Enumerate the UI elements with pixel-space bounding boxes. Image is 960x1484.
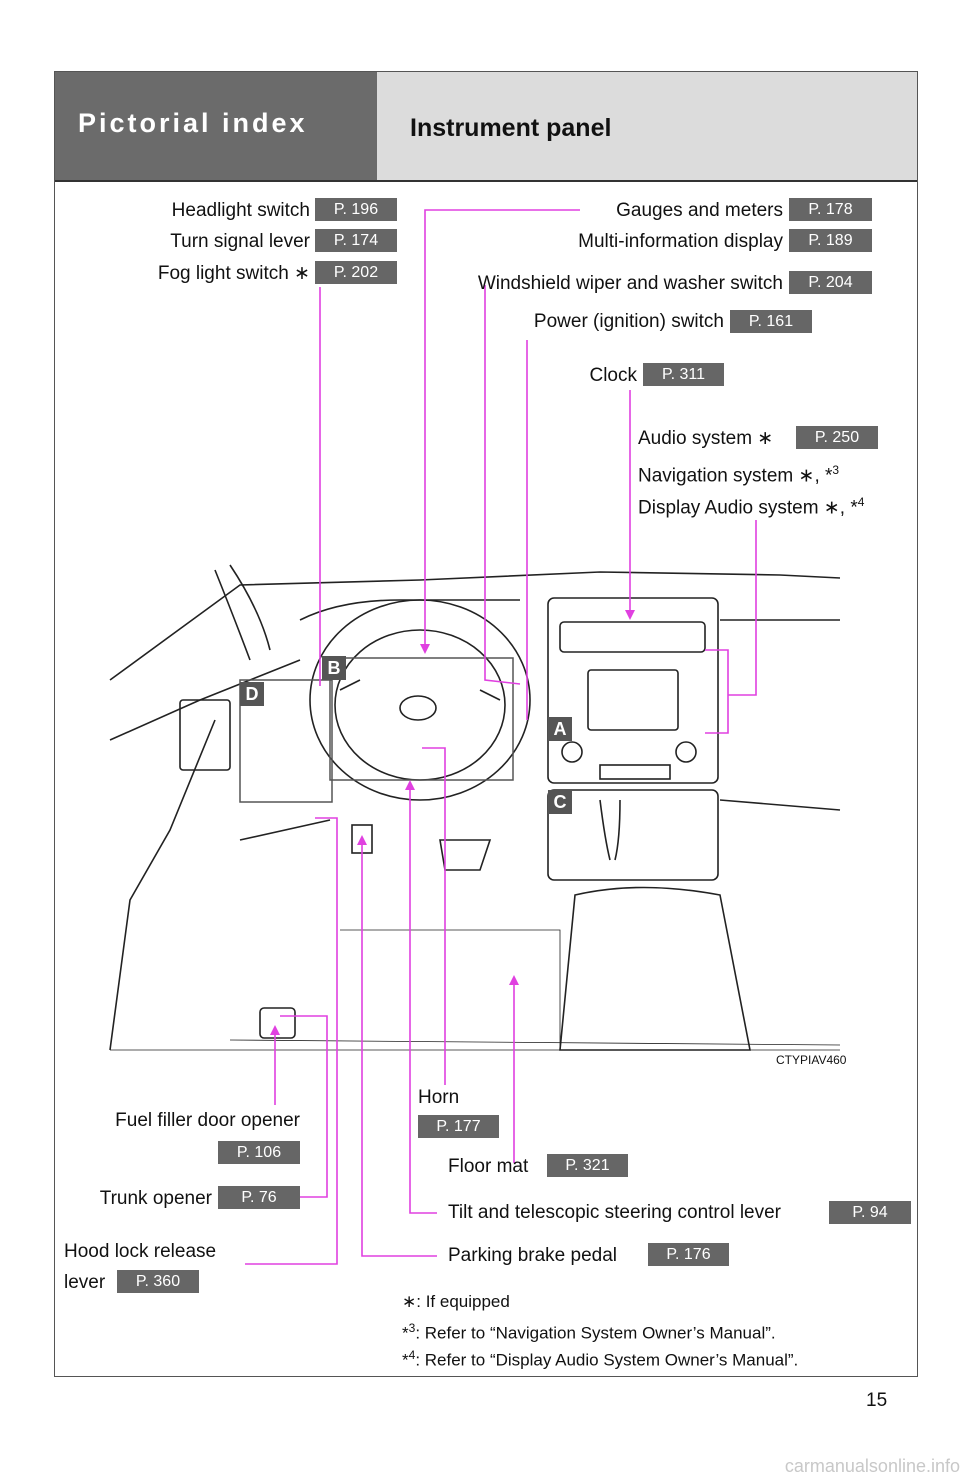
if-equipped-icon: ∗ (402, 1292, 417, 1311)
fuel-filler-opener-page[interactable]: P. 106 (218, 1141, 300, 1164)
callout-badge-d: D (240, 682, 264, 706)
power-switch-page[interactable]: P. 161 (730, 310, 812, 333)
fog-light-switch-label: Fog light switch ∗ (157, 263, 310, 284)
hood-lock-release-label-cont: lever (64, 1272, 106, 1293)
callout-badge-a: A (548, 717, 572, 741)
floor-mat-label: Floor mat (448, 1156, 529, 1177)
trunk-opener-page[interactable]: P. 76 (218, 1186, 300, 1209)
fog-light-switch-page[interactable]: P. 202 (315, 261, 397, 284)
navigation-system-label: Navigation system ∗, *3 (638, 463, 840, 487)
trunk-opener-label: Trunk opener (99, 1188, 212, 1209)
multi-info-display-label: Multi-information display (578, 231, 783, 252)
watermark: carmanualsonline.info (784, 1456, 960, 1476)
hood-lock-release-page[interactable]: P. 360 (117, 1270, 199, 1293)
gauges-meters-page[interactable]: P. 178 (789, 198, 872, 221)
floor-mat-page[interactable]: P. 321 (547, 1154, 628, 1177)
multi-info-display-page[interactable]: P. 189 (789, 229, 872, 252)
if-equipped-icon: ∗ (798, 465, 815, 487)
parking-brake-pedal-page[interactable]: P. 176 (648, 1243, 729, 1266)
clock-page[interactable]: P. 311 (643, 363, 724, 386)
callout-badge-c: C (548, 790, 572, 814)
headlight-switch-page[interactable]: P. 196 (315, 198, 397, 221)
footnote-if-equipped: ∗: If equipped (402, 1292, 510, 1311)
if-equipped-icon: ∗ (757, 428, 774, 449)
tilt-telescopic-lever-label: Tilt and telescopic steering control lev… (448, 1202, 782, 1223)
audio-system-label: Audio system ∗ (638, 428, 774, 449)
page-title: Instrument panel (410, 114, 612, 142)
fuel-filler-opener-label: Fuel filler door opener (115, 1110, 300, 1131)
dashboard-drawing (109, 564, 841, 1051)
if-equipped-icon: ∗ (823, 497, 840, 519)
leader-arrowheads (270, 610, 635, 1035)
callout-boxes (239, 657, 514, 803)
headlight-switch-label: Headlight switch (171, 200, 310, 221)
page-frame (54, 71, 918, 1377)
callout-badge-b: B (322, 656, 346, 680)
turn-signal-lever-label: Turn signal lever (170, 231, 310, 252)
power-switch-label: Power (ignition) switch (533, 311, 724, 332)
wiper-switch-label: Windshield wiper and washer switch (477, 273, 783, 294)
header-divider (55, 180, 917, 182)
horn-label: Horn (418, 1087, 460, 1108)
gauges-meters-label: Gauges and meters (616, 200, 783, 221)
clock-label: Clock (589, 365, 637, 386)
footnote-display-audio: *4: Refer to “Display Audio System Owner… (402, 1348, 799, 1370)
display-audio-system-label: Display Audio system ∗, *4 (638, 495, 865, 519)
wiper-switch-page[interactable]: P. 204 (789, 271, 872, 294)
horn-page[interactable]: P. 177 (418, 1115, 499, 1138)
section-title: Pictorial index (78, 108, 308, 138)
hood-lock-release-label: Hood lock release (64, 1241, 217, 1262)
tilt-telescopic-lever-page[interactable]: P. 94 (829, 1201, 911, 1224)
audio-system-page[interactable]: P. 250 (796, 426, 878, 449)
title-bar (377, 72, 917, 180)
parking-brake-pedal-label: Parking brake pedal (448, 1245, 617, 1266)
leader-lines (245, 209, 757, 1265)
illustration-code: CTYPIAV460 (776, 1053, 847, 1067)
footnote-navigation: *3: Refer to “Navigation System Owner’s … (402, 1321, 776, 1343)
turn-signal-lever-page[interactable]: P. 174 (315, 229, 397, 252)
page-number: 15 (866, 1390, 888, 1411)
if-equipped-icon: ∗ (294, 263, 310, 284)
section-tab (55, 72, 377, 180)
